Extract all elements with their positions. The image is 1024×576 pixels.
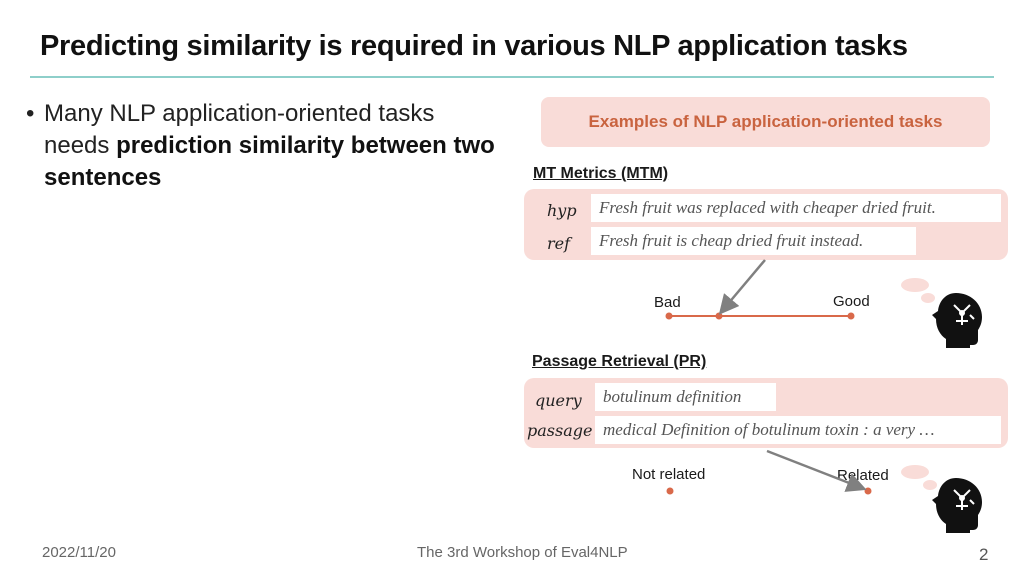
mt-scale-low-dot xyxy=(665,312,673,320)
mt-metrics-heading: MT Metrics (MTM) xyxy=(533,165,669,182)
thought-bubble-icon xyxy=(901,278,935,303)
head-with-brain-icon xyxy=(932,293,982,348)
thought-bubble-icon xyxy=(901,465,937,490)
slide-title: Predicting similarity is required in var… xyxy=(40,30,908,62)
bullet-plain-text: Many NLP application-oriented tasks need… xyxy=(44,100,435,159)
footer-workshop: The 3rd Workshop of Eval4NLP xyxy=(417,544,628,561)
ref-text: Fresh fruit is cheap dried fruit instead… xyxy=(591,227,916,255)
pr-scale-high-dot xyxy=(864,487,872,495)
mt-scale-high-label: Good xyxy=(833,293,870,310)
pr-scale-low-label: Not related xyxy=(632,466,706,483)
passage-text: medical Definition of botulinum toxin : … xyxy=(595,416,1001,444)
passage-retrieval-heading: Passage Retrieval (PR) xyxy=(532,353,707,370)
pr-score-scale xyxy=(666,487,872,495)
bullet-text: Many NLP application-oriented tasks need… xyxy=(26,98,496,194)
bullet-bold-text: prediction similarity between two senten… xyxy=(44,132,495,191)
pr-scale-high-label: Related xyxy=(837,467,889,484)
query-label: query xyxy=(535,391,582,410)
title-divider xyxy=(30,76,994,78)
hyp-label: hyp xyxy=(547,201,577,220)
examples-header: Examples of NLP application-oriented tas… xyxy=(541,97,990,147)
mt-scale-low-label: Bad xyxy=(654,294,681,311)
ref-label: ref xyxy=(547,234,571,253)
mt-score-scale xyxy=(665,312,855,320)
page-number: 2 xyxy=(979,545,989,564)
hyp-text: Fresh fruit was replaced with cheaper dr… xyxy=(591,194,1001,222)
head-with-brain-icon xyxy=(932,478,982,533)
bullet-marker: • xyxy=(26,100,35,127)
pr-scale-low-dot xyxy=(666,487,674,495)
mt-scale-high-dot xyxy=(847,312,855,320)
bullet-point: • Many NLP application-oriented tasks ne… xyxy=(26,98,496,194)
mt-score-arrow xyxy=(718,259,766,315)
passage-label: passage xyxy=(527,421,593,440)
mt-score-marker xyxy=(715,312,723,320)
footer-date: 2022/11/20 xyxy=(42,544,116,561)
query-text: botulinum definition xyxy=(595,383,776,411)
